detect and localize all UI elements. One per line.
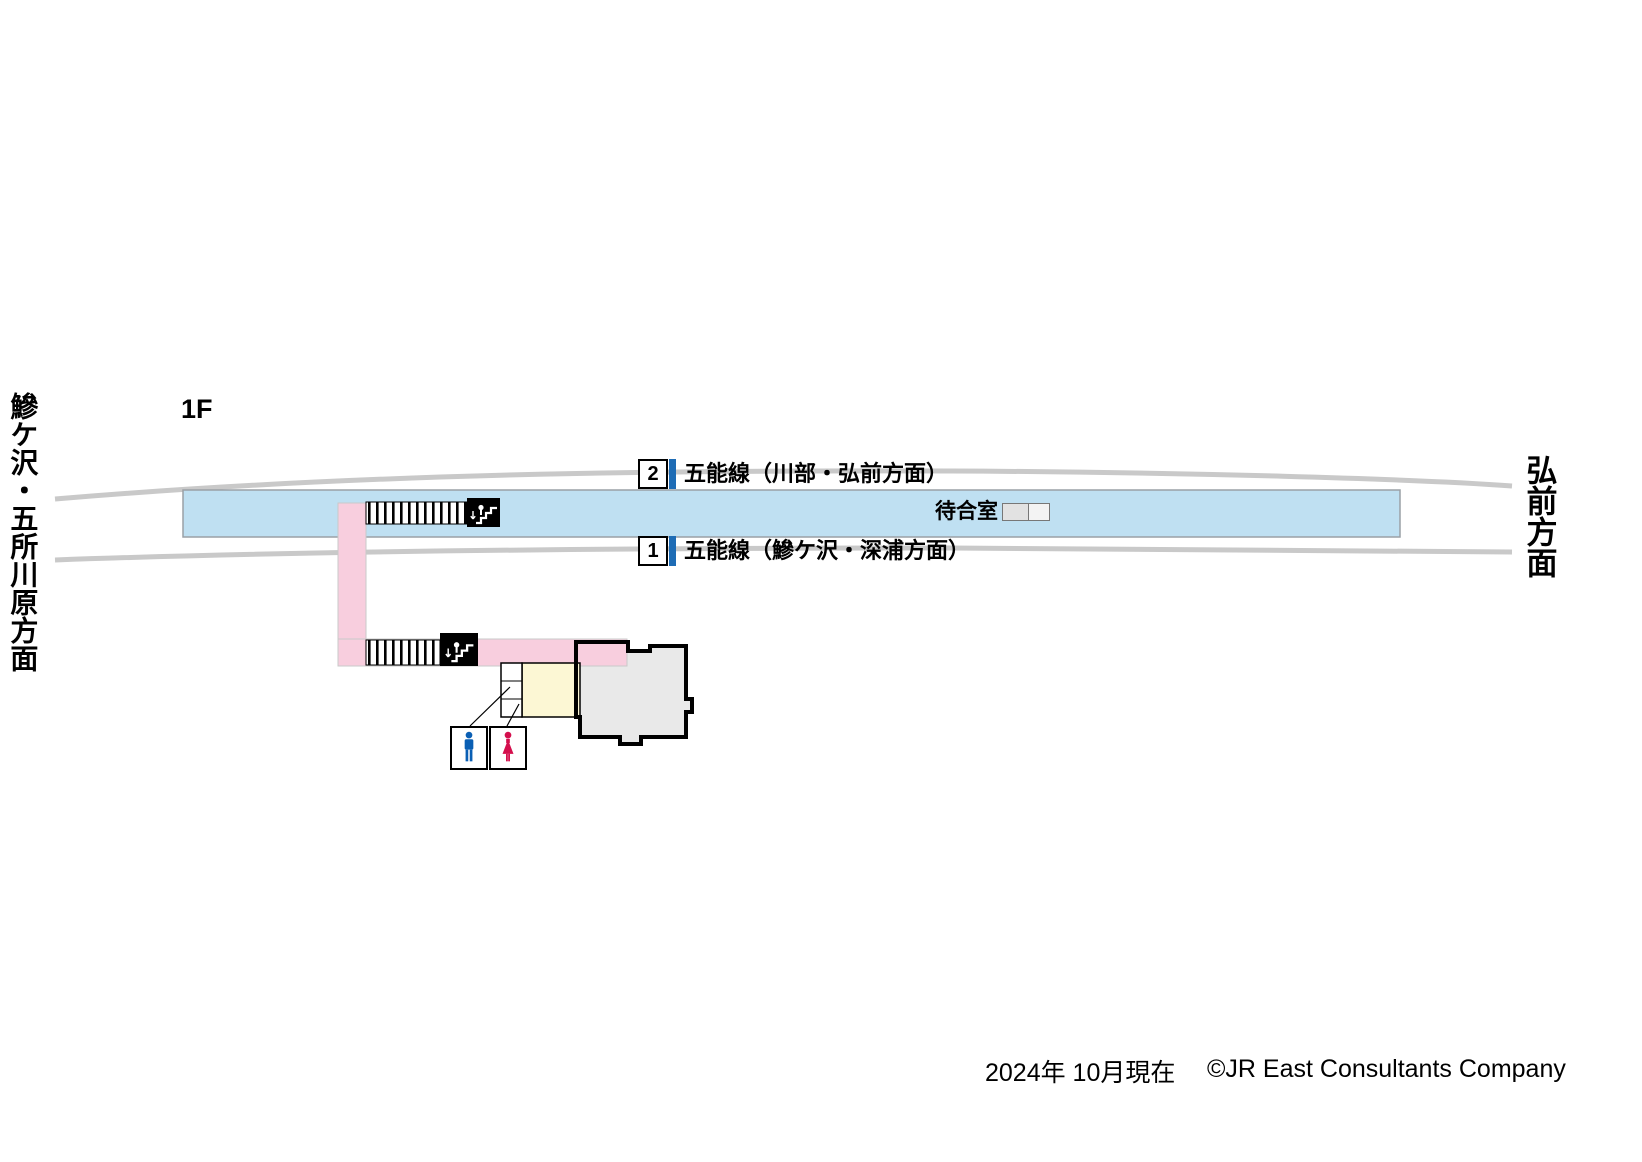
- waiting-room-cell: [1029, 504, 1049, 520]
- direction-right-label: 弘前方面: [1521, 454, 1557, 578]
- platform-1-line-label: 五能線（鰺ケ沢・深浦方面）: [684, 538, 971, 563]
- upper-stairs-hatch: [365, 501, 468, 525]
- waiting-room-label: 待合室: [935, 500, 998, 523]
- footer-date: 2024年 10月現在: [985, 1059, 1176, 1087]
- toilet-leader-lines: [469, 686, 520, 727]
- station-building-outline: [574, 640, 694, 746]
- floor-label: 1F: [181, 394, 213, 424]
- platform-2-line-bar: [669, 459, 676, 489]
- female-icon: [502, 731, 514, 762]
- stairs-down-icon: [440, 633, 478, 666]
- platform-2-line-label: 五能線（川部・弘前方面）: [684, 461, 949, 486]
- toilet-room: [500, 662, 523, 718]
- waiting-room-box: [1002, 503, 1050, 521]
- lower-stairs-hatch: [365, 639, 441, 666]
- platform-1-number: 1: [638, 536, 668, 566]
- room-yellow: [521, 662, 581, 718]
- platform-2-number: 2: [638, 459, 668, 489]
- station-building-fill: [576, 642, 692, 744]
- footer-copyright: ©JR East Consultants Company: [1207, 1055, 1566, 1083]
- track-upper: [54, 468, 1513, 502]
- toilet-room-dividers: [501, 680, 522, 700]
- toilet-male-sign: [450, 726, 488, 770]
- male-icon: [464, 731, 474, 762]
- toilet-female-sign: [489, 726, 527, 770]
- stairs-down-icon: [467, 498, 500, 527]
- track-lower: [54, 545, 1513, 563]
- direction-left-label: 鰺ケ沢・五所川原方面: [7, 392, 39, 672]
- platform-1-line-bar: [669, 536, 676, 566]
- waiting-room-cell: [1003, 504, 1030, 520]
